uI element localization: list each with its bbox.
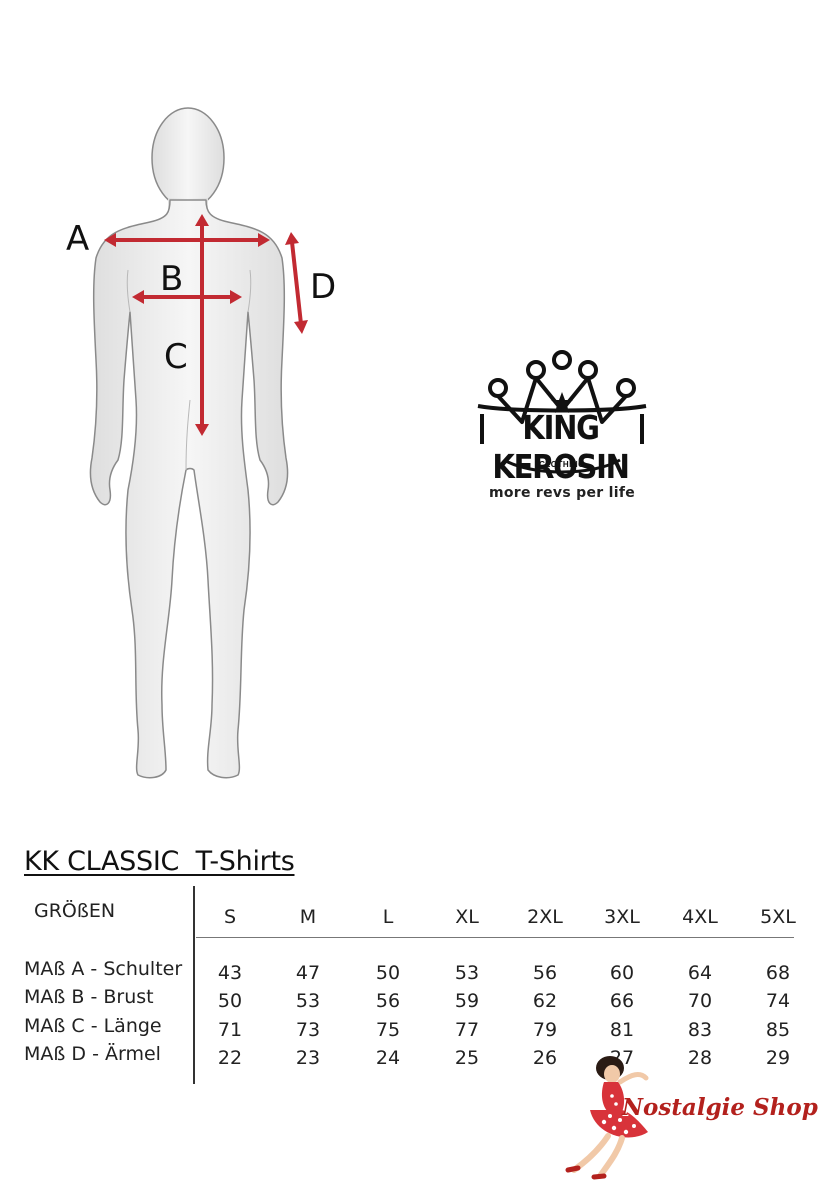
table-cell: 25 bbox=[454, 1047, 480, 1069]
label-b: B bbox=[160, 259, 184, 299]
row-label: MAß A - Schulter bbox=[24, 958, 183, 980]
table-cell: 70 bbox=[687, 990, 713, 1012]
table-header-divider bbox=[196, 937, 794, 938]
measurement-arrows bbox=[104, 214, 308, 436]
table-title: KK CLASSIC T-Shirts bbox=[24, 846, 295, 877]
row-label: MAß D - Ärmel bbox=[24, 1043, 161, 1065]
brand-sub: CLOTHING bbox=[539, 460, 585, 469]
brand-wordmark: KING KEROSIN bbox=[492, 408, 629, 486]
table-cell: 66 bbox=[609, 990, 635, 1012]
label-c: C bbox=[164, 337, 188, 377]
table-cell: 79 bbox=[532, 1019, 558, 1041]
crown-icon bbox=[477, 350, 647, 474]
table-cell: 53 bbox=[454, 962, 480, 984]
table-cell: 85 bbox=[765, 1019, 791, 1041]
table-cell: 24 bbox=[375, 1047, 401, 1069]
table-cell: 68 bbox=[765, 962, 791, 984]
size-header-l: L bbox=[382, 906, 394, 928]
label-d: D bbox=[310, 267, 337, 307]
table-cell: 56 bbox=[532, 962, 558, 984]
arrow-c-length bbox=[195, 214, 209, 436]
table-cell: 75 bbox=[375, 1019, 401, 1041]
size-header-2xl: 2XL bbox=[527, 906, 563, 928]
table-cell: 59 bbox=[454, 990, 480, 1012]
arrow-b-chest bbox=[132, 290, 242, 304]
sizes-header-label: GRÖßEN bbox=[34, 900, 116, 922]
king-kerosin-logo: KING KEROSIN CLOTHING more revs per life bbox=[452, 348, 672, 508]
table-cell: 77 bbox=[454, 1019, 480, 1041]
table-cell: 50 bbox=[217, 990, 243, 1012]
table-cell: 81 bbox=[609, 1019, 635, 1041]
size-header-4xl: 4XL bbox=[682, 906, 718, 928]
table-cell: 83 bbox=[687, 1019, 713, 1041]
size-header-s: S bbox=[223, 906, 237, 928]
table-cell: 62 bbox=[532, 990, 558, 1012]
table-cell: 73 bbox=[295, 1019, 321, 1041]
body-measurement-figure bbox=[89, 107, 308, 779]
table-cell: 22 bbox=[217, 1047, 243, 1069]
table-cell: 53 bbox=[295, 990, 321, 1012]
size-header-3xl: 3XL bbox=[604, 906, 640, 928]
table-cell: 74 bbox=[765, 990, 791, 1012]
brand-tagline: more revs per life bbox=[488, 485, 636, 501]
table-cell: 71 bbox=[217, 1019, 243, 1041]
size-header-m: M bbox=[299, 906, 317, 928]
nostalgie-shop-text: Nostalgie Shop bbox=[622, 1094, 818, 1121]
size-header-5xl: 5XL bbox=[760, 906, 796, 928]
table-cell: 56 bbox=[375, 990, 401, 1012]
table-cell: 43 bbox=[217, 962, 243, 984]
arrow-a-shoulder bbox=[104, 233, 270, 247]
table-vertical-divider bbox=[193, 886, 195, 1084]
table-cell: 47 bbox=[295, 962, 321, 984]
table-cell: 50 bbox=[375, 962, 401, 984]
row-label: MAß C - Länge bbox=[24, 1015, 162, 1037]
label-a: A bbox=[66, 219, 90, 259]
body-silhouette bbox=[89, 107, 289, 779]
nostalgie-shop-logo: Nostalgie Shop bbox=[560, 1052, 818, 1182]
table-cell: 23 bbox=[295, 1047, 321, 1069]
pinup-girl-icon bbox=[565, 1056, 649, 1180]
table-cell: 64 bbox=[687, 962, 713, 984]
size-header-xl: XL bbox=[455, 906, 479, 928]
row-label: MAß B - Brust bbox=[24, 986, 154, 1008]
arrow-d-sleeve bbox=[285, 232, 308, 334]
table-cell: 60 bbox=[609, 962, 635, 984]
